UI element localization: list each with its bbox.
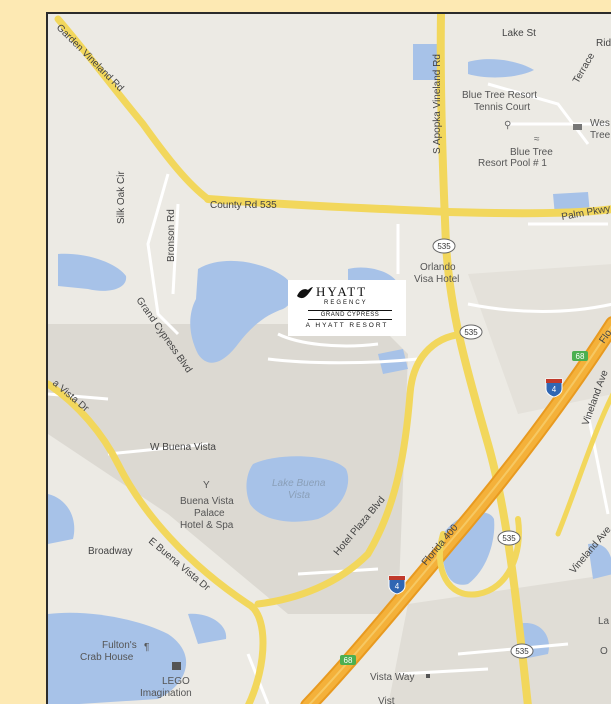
label-county-rd-535: County Rd 535 bbox=[210, 200, 277, 211]
lake-west-small bbox=[48, 494, 75, 544]
svg-text:535: 535 bbox=[464, 328, 478, 337]
vineland-ave bbox=[555, 392, 611, 537]
label-silk-oak-cir: Silk Oak Cir bbox=[116, 171, 127, 224]
svg-text:4: 4 bbox=[395, 582, 400, 591]
svg-text:535: 535 bbox=[437, 242, 451, 251]
label-o: O bbox=[600, 646, 608, 657]
lake-buena-vista bbox=[246, 456, 349, 522]
shield-r68-b: 68 bbox=[340, 655, 356, 665]
hyatt-brand-text: HYATT bbox=[316, 284, 368, 299]
lake-west bbox=[58, 253, 127, 291]
label-buena-vista-palace-3: Hotel & Spa bbox=[180, 520, 234, 531]
label-s-apopka-vineland-rd: S Apopka Vineland Rd bbox=[432, 54, 443, 154]
route-shields: 535 535 535 535 4 bbox=[340, 238, 588, 665]
e-buena-vista-dr bbox=[48, 380, 267, 704]
minor-roads bbox=[48, 82, 611, 704]
shield-i4-a: 4 bbox=[545, 378, 563, 398]
label-orlando-visa-2: Visa Hotel bbox=[414, 274, 459, 285]
map-canvas[interactable]: 535 535 535 535 4 bbox=[48, 14, 611, 704]
label-ridge: Ridge bbox=[596, 38, 611, 49]
label-blue-tree-pool-1: Blue Tree bbox=[510, 147, 553, 158]
shield-sr535-b: 535 bbox=[459, 324, 483, 340]
vista-way-marker bbox=[426, 674, 430, 678]
label-lego-2: Imagination bbox=[140, 688, 192, 699]
label-west-tree-1: Wes bbox=[590, 118, 610, 129]
label-broadway: Broadway bbox=[88, 546, 132, 557]
garden-vineland-rd bbox=[54, 15, 212, 203]
label-lake-buena-vista-1: Lake Buena bbox=[272, 478, 326, 489]
label-fultons-2: Crab House bbox=[80, 652, 134, 663]
label-lego-1: LEGO bbox=[162, 676, 190, 687]
label-fultons-1: Fulton's bbox=[102, 640, 137, 651]
label-buena-vista-palace-1: Buena Vista bbox=[180, 496, 234, 507]
label-la: La bbox=[598, 616, 610, 627]
lake-southwest bbox=[48, 612, 186, 704]
poi-icons: ⚲ ≈ Y ¶ bbox=[144, 120, 582, 678]
hotel-plaza-blvd bbox=[254, 330, 472, 608]
restaurant-icon: ¶ bbox=[144, 642, 149, 653]
svg-text:68: 68 bbox=[344, 656, 353, 665]
shield-sr535-d: 535 bbox=[510, 643, 534, 659]
cocktail-icon: Y bbox=[203, 480, 210, 491]
svg-text:68: 68 bbox=[576, 352, 585, 361]
lake-fultons bbox=[188, 613, 227, 644]
label-bronson-rd: Bronson Rd bbox=[166, 209, 177, 262]
lake-north-top bbox=[413, 44, 440, 80]
lake-grand-cypress bbox=[190, 260, 294, 363]
shopping-icon bbox=[172, 662, 181, 670]
hyatt-bird-icon bbox=[297, 287, 313, 299]
label-vista-small: Vist bbox=[378, 696, 395, 704]
label-west-tree-2: Tree bbox=[590, 130, 611, 141]
label-blue-tree-tennis-1: Blue Tree Resort bbox=[462, 90, 537, 101]
label-blue-tree-pool-2: Resort Pool # 1 bbox=[478, 158, 547, 169]
s-apopka-vineland-rd bbox=[436, 14, 532, 704]
lake-far-east bbox=[588, 543, 611, 579]
hyatt-grand-cypress-text: GRAND CYPRESS bbox=[308, 310, 392, 320]
shield-r68-a: 68 bbox=[572, 351, 588, 361]
label-orlando-visa-1: Orlando bbox=[420, 262, 456, 273]
shield-i4-b: 4 bbox=[388, 575, 406, 595]
highway-ramp bbox=[436, 516, 522, 598]
label-w-buena-vista: W Buena Vista bbox=[150, 442, 216, 453]
hyatt-regency-logo[interactable]: HYATT REGENCY GRAND CYPRESS A HYATT RESO… bbox=[288, 280, 406, 336]
shield-sr535-a: 535 bbox=[432, 238, 456, 254]
svg-text:535: 535 bbox=[502, 534, 516, 543]
tennis-icon: ⚲ bbox=[504, 120, 511, 131]
hotel-icon bbox=[573, 124, 582, 130]
svg-text:535: 535 bbox=[515, 647, 529, 656]
developed-area-west bbox=[48, 324, 408, 614]
map-frame[interactable]: 535 535 535 535 4 bbox=[46, 12, 611, 704]
major-roads bbox=[48, 14, 611, 704]
pool-icon: ≈ bbox=[534, 134, 540, 145]
label-blue-tree-tennis-2: Tennis Court bbox=[474, 102, 530, 113]
label-vista-way: Vista Way bbox=[370, 672, 414, 683]
hyatt-resort-text: A HYATT RESORT bbox=[305, 322, 389, 329]
label-buena-vista-palace-2: Palace bbox=[194, 508, 225, 519]
shield-sr535-c: 535 bbox=[497, 530, 521, 546]
label-lake-st: Lake St bbox=[502, 28, 536, 39]
lake-north-ne bbox=[468, 59, 534, 78]
svg-text:4: 4 bbox=[552, 385, 557, 394]
hyatt-regency-text: REGENCY bbox=[324, 300, 368, 306]
label-lake-buena-vista-2: Vista bbox=[288, 490, 310, 501]
